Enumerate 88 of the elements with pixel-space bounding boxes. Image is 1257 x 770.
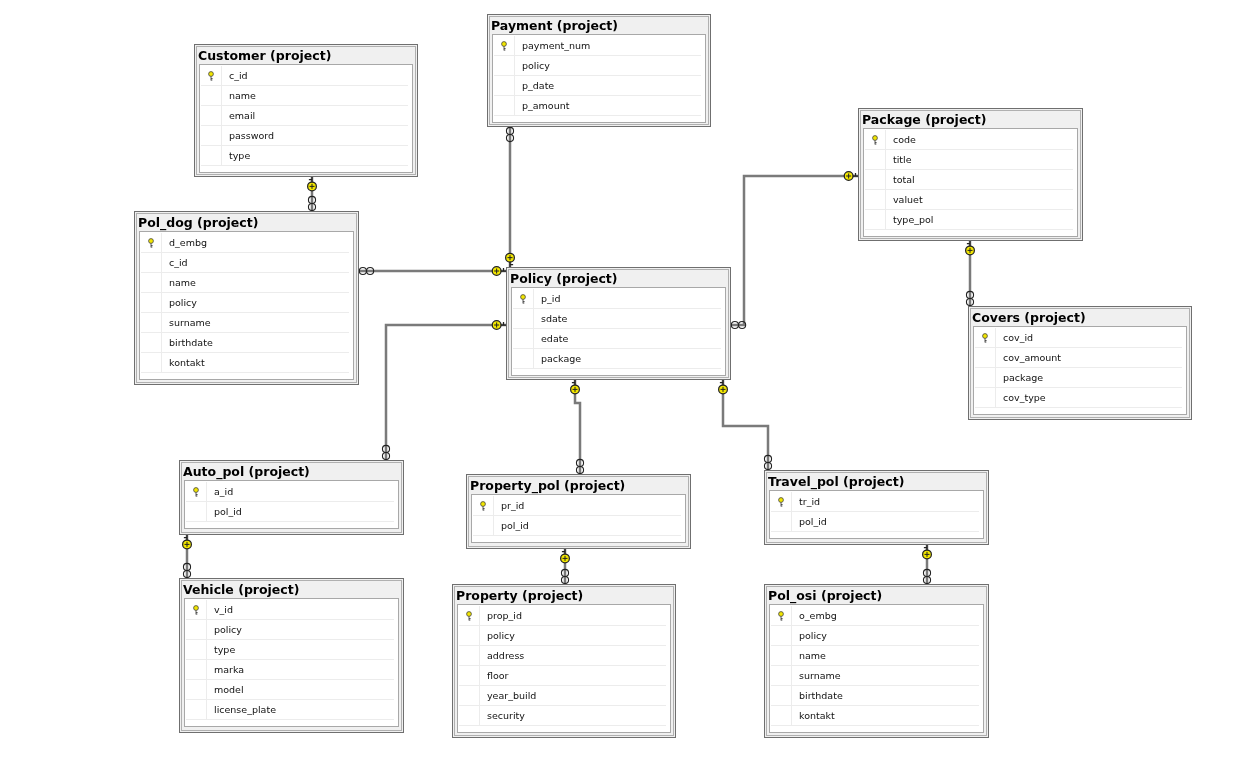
table-title: Property (project) [456,588,584,603]
column-name: surname [798,669,841,683]
column-name: package [1002,371,1044,385]
column-name: floor [486,669,509,683]
column-name: pol_id [500,519,529,533]
column-name: payment_num [521,39,591,53]
column-name: security [486,709,525,723]
column-name: c_id [228,69,248,83]
relationship-line [570,379,585,475]
column-name: type [213,643,236,657]
relationship-line [307,176,317,212]
column-name: tr_id [798,495,821,509]
table-box [764,470,989,545]
column-name: sdate [540,312,568,326]
column-name: type [228,149,251,163]
column-name: license_plate [213,703,276,717]
column-name: c_id [168,256,188,270]
column-name: year_build [486,689,537,703]
column-name: code [892,133,916,147]
table-box [764,584,989,738]
column-name: pr_id [500,499,525,513]
table-title: Pol_osi (project) [768,588,883,603]
column-name: package [540,352,582,366]
column-name: address [486,649,525,663]
column-name: name [228,89,256,103]
column-name: password [228,129,275,143]
column-name: total [892,173,915,187]
table-box [487,14,711,127]
column-name: policy [168,296,197,310]
column-name: birthdate [798,689,843,703]
column-name: surname [168,316,211,330]
table-title: Auto_pol (project) [183,464,310,479]
column-name: p_date [521,79,555,93]
column-name: pol_id [798,515,827,529]
column-name: d_embg [168,236,207,250]
column-name: email [228,109,256,123]
relationship-line [505,126,515,268]
column-name: o_embg [798,609,837,623]
column-name: name [168,276,196,290]
table-box [134,211,359,385]
table-box [466,474,691,549]
table-title: Customer (project) [198,48,332,63]
column-name: policy [798,629,827,643]
column-name: p_amount [521,99,570,113]
table-box [858,108,1083,241]
relationship-line [922,544,932,585]
column-name: birthdate [168,336,213,350]
table-title: Package (project) [862,112,987,127]
table-box [179,460,404,535]
relationship-line [718,379,773,471]
relationship-line [381,320,507,461]
column-name: kontakt [168,356,205,370]
table-title: Travel_pol (project) [768,474,905,489]
column-name: prop_id [486,609,522,623]
table-title: Policy (project) [510,271,618,286]
column-name: cov_type [1002,391,1046,405]
relationship-line [358,266,507,276]
table-title: Covers (project) [972,310,1086,325]
column-name: type_pol [892,213,934,227]
table-title: Payment (project) [491,18,619,33]
relationship-line [182,534,192,579]
column-name: edate [540,332,569,346]
table-box [194,44,418,177]
column-name: marka [213,663,245,677]
column-name: p_id [540,292,561,306]
column-name: a_id [213,485,234,499]
column-name: policy [521,59,550,73]
column-name: policy [213,623,242,637]
table-box [506,267,731,380]
table-title: Vehicle (project) [183,582,300,597]
column-name: cov_amount [1002,351,1062,365]
column-name: cov_id [1002,331,1034,345]
table-box [179,578,404,733]
column-name: title [892,153,912,167]
relationship-line [560,548,570,585]
column-name: pol_id [213,505,242,519]
column-name: name [798,649,826,663]
column-name: kontakt [798,709,835,723]
table-title: Property_pol (project) [470,478,626,493]
relationship-line [730,171,859,330]
table-box [968,306,1192,420]
table-box [452,584,676,738]
relationship-line [965,240,975,307]
column-name: model [213,683,244,697]
column-name: v_id [213,603,234,617]
column-name: valuet [892,193,923,207]
table-title: Pol_dog (project) [138,215,259,230]
column-name: policy [486,629,515,643]
